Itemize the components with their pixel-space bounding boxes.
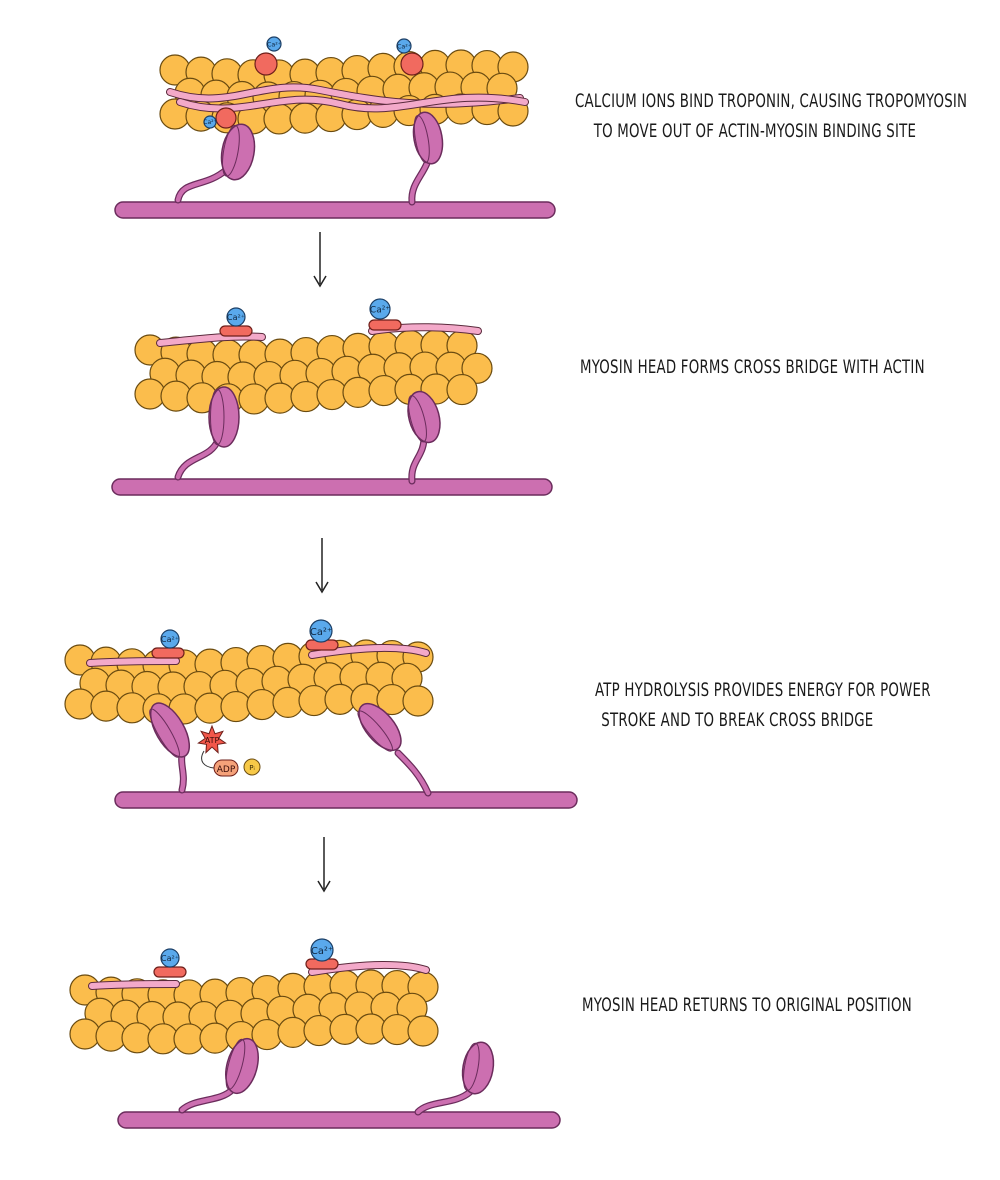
stage-1-diagram: Ca²⁺ Ca²⁺ Ca²⁺ — [0, 30, 600, 230]
actin-monomer — [220, 690, 252, 723]
calcium-ion-label: Ca²⁺ — [397, 43, 411, 50]
tropomyosin-strand — [309, 644, 429, 658]
stage-2-caption: Myosin head forms cross bridge with acti… — [580, 352, 925, 382]
calcium-ion — [266, 36, 282, 52]
troponin — [215, 107, 237, 129]
myosin-thick-filament — [111, 478, 553, 496]
actin-filament — [69, 969, 439, 1055]
actin-monomer — [272, 686, 304, 719]
stage-1-caption-line-1: Calcium ions bind troponin, causing trop… — [575, 90, 968, 112]
myosin-thick-filament — [114, 201, 556, 219]
myosin-head-fold — [357, 710, 393, 752]
atp-label: ATP — [205, 736, 220, 745]
stage-1-caption: Calcium ions bind troponin, causing trop… — [575, 86, 967, 146]
calcium-ion-label: Ca²⁺ — [370, 306, 390, 316]
stage-3-caption-line-2: stroke and to break cross bridge — [601, 709, 874, 731]
phosphate-molecule — [243, 758, 261, 776]
actin-monomer — [316, 378, 348, 411]
calcium-ion-label: Ca²⁺ — [161, 634, 179, 644]
myosin-head-fold — [407, 395, 427, 443]
myosin-head-fold — [149, 708, 180, 758]
hydrolysis-arrow — [201, 750, 215, 769]
atp-molecule — [197, 724, 227, 754]
actin-monomer — [246, 688, 278, 721]
actin-monomer — [277, 1016, 309, 1049]
actin-monomer — [461, 352, 493, 384]
actin-monomer — [134, 378, 166, 410]
myosin-head-fold — [225, 1038, 246, 1090]
troponin — [254, 52, 278, 76]
troponin — [368, 319, 402, 331]
tropomyosin-strand — [167, 84, 523, 107]
actin-monomer — [342, 376, 374, 409]
myosin-thick-filament — [117, 1111, 561, 1129]
actin-filament — [134, 329, 493, 415]
troponin — [219, 325, 253, 337]
adp-molecule — [213, 759, 239, 777]
actin-monomer — [69, 1018, 101, 1050]
myosin-head-fold — [210, 388, 225, 446]
myosin-neck — [175, 167, 229, 203]
myosin-neck — [395, 750, 431, 796]
stage-1-caption-line-2: to move out of actin-myosin binding site — [593, 120, 917, 142]
stage-2-diagram: Ca²⁺ Ca²⁺ — [0, 295, 600, 505]
stage-3-caption: ATP hydrolysis provides energy for power… — [595, 675, 931, 735]
myosin-head-fold — [413, 115, 430, 164]
troponin — [151, 647, 185, 659]
tropomyosin-strand — [89, 981, 179, 989]
calcium-ion — [396, 38, 412, 54]
myosin-head-fold — [463, 1042, 480, 1091]
calcium-ion — [310, 938, 334, 962]
stage-2-caption-line-1: Myosin head forms cross bridge with acti… — [580, 356, 925, 378]
adp-label: ADP — [217, 765, 236, 775]
calcium-ion-label: Ca²⁺ — [311, 946, 333, 957]
calcium-ion — [369, 298, 391, 320]
calcium-ion-label: Ca²⁺ — [310, 627, 332, 638]
stage-4-illustration: Ca²⁺ Ca²⁺ — [69, 938, 561, 1129]
actin-monomer — [402, 685, 434, 717]
stage-3-illustration: Ca²⁺ Ca²⁺ ATP ADP Pᵢ — [64, 619, 578, 809]
stage-2-illustration: Ca²⁺ Ca²⁺ — [111, 298, 553, 496]
myosin-thick-filament — [114, 791, 578, 809]
calcium-ion-label: Ca²⁺ — [203, 119, 216, 126]
troponin — [400, 52, 424, 76]
actin-monomer — [446, 373, 478, 406]
myosin-neck — [415, 1089, 473, 1115]
stage-3-caption-line-1: ATP hydrolysis provides energy for power — [595, 679, 931, 701]
troponin — [153, 966, 187, 978]
calcium-ion-label: Ca²⁺ — [227, 312, 245, 322]
phosphate-label: Pᵢ — [249, 764, 254, 772]
calcium-ion — [226, 307, 246, 327]
tropomyosin-strand — [177, 94, 528, 112]
calcium-ion — [160, 629, 180, 649]
down-arrow-1 — [313, 232, 327, 288]
tropomyosin-strand — [157, 333, 265, 346]
tropomyosin-strand — [309, 961, 429, 975]
stage-4-diagram: Ca²⁺ Ca²⁺ — [0, 930, 600, 1140]
actin-monomer — [64, 688, 96, 720]
stage-4-caption: Myosin head returns to original position — [582, 990, 912, 1020]
myosin-head-fold — [222, 124, 240, 177]
calcium-ion-label: Ca²⁺ — [267, 41, 281, 48]
calcium-ion-label: Ca²⁺ — [161, 953, 179, 963]
stage-1-illustration: Ca²⁺ Ca²⁺ Ca²⁺ — [114, 36, 556, 219]
stage-3-diagram: Ca²⁺ Ca²⁺ ATP ADP Pᵢ — [0, 615, 600, 815]
stage-4-caption-line-1: Myosin head returns to original position — [582, 994, 912, 1016]
actin-monomer — [407, 1015, 439, 1047]
down-arrow-3 — [317, 837, 331, 893]
actin-monomer — [290, 380, 322, 413]
myosin-neck — [179, 752, 186, 793]
myosin-neck — [179, 1087, 235, 1113]
myosin-neck — [175, 437, 221, 480]
calcium-ion — [160, 948, 180, 968]
calcium-ion — [309, 619, 333, 643]
down-arrow-2 — [315, 538, 329, 594]
tropomyosin-strand — [87, 658, 179, 666]
calcium-ion — [203, 115, 217, 129]
